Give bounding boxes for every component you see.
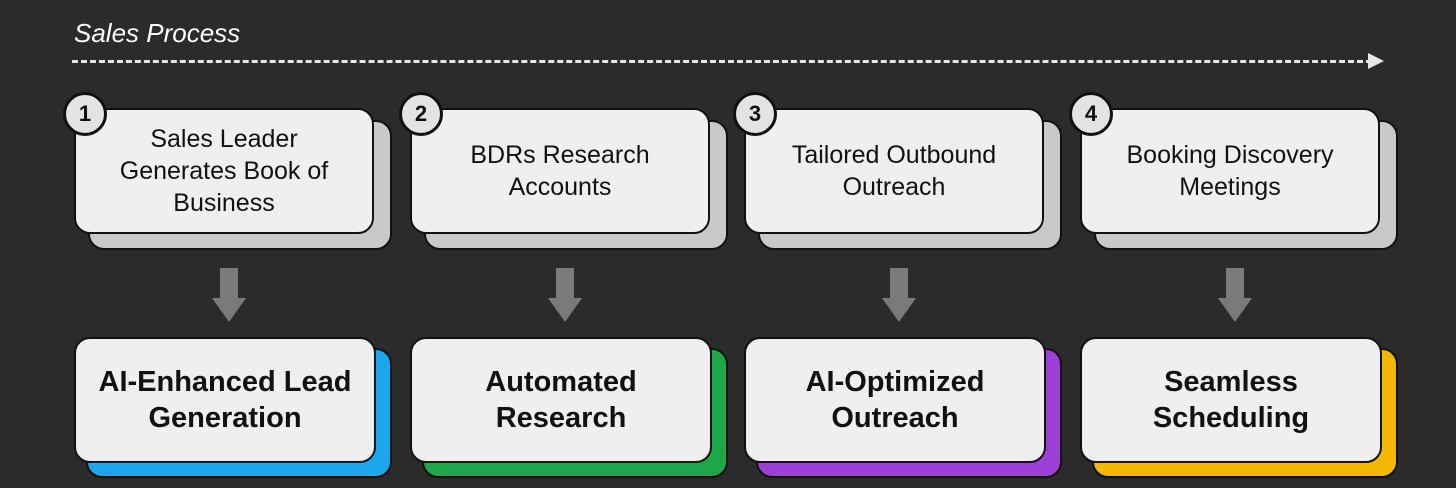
benefit-label: AI-Optimized Outreach — [805, 366, 985, 434]
benefit-card-4: Seamless Scheduling — [1080, 337, 1382, 463]
step-label: BDRs Research Accounts — [470, 141, 650, 201]
step-number-badge: 2 — [399, 92, 443, 136]
step-label: Sales Leader Generates Book of Business — [119, 125, 329, 217]
step-card-1: Sales Leader Generates Book of Business — [74, 108, 374, 234]
step-card-2: BDRs Research Accounts — [410, 108, 710, 234]
step-number-badge: 1 — [63, 92, 107, 136]
step-card-4: Booking Discovery Meetings — [1080, 108, 1380, 234]
column-1: Sales Leader Generates Book of Business … — [63, 0, 394, 488]
process-title: Sales Process — [74, 18, 241, 48]
process-dashed-line — [72, 60, 1372, 63]
column-3: Tailored Outbound Outreach 3 AI-Optimize… — [733, 0, 1064, 488]
process-arrowhead — [1368, 53, 1384, 69]
benefit-card-3: AI-Optimized Outreach — [744, 337, 1046, 463]
benefit-label: AI-Enhanced Lead Generation — [98, 366, 352, 434]
column-2: BDRs Research Accounts 2 Automated Resea… — [399, 0, 730, 488]
benefit-label: Seamless Scheduling — [1152, 366, 1310, 434]
step-number-badge: 3 — [733, 92, 777, 136]
down-arrow-icon — [1218, 268, 1252, 324]
benefit-label: Automated Research — [485, 366, 637, 434]
step-card-3: Tailored Outbound Outreach — [744, 108, 1044, 234]
column-4: Booking Discovery Meetings 4 Seamless Sc… — [1069, 0, 1400, 488]
down-arrow-icon — [882, 268, 916, 324]
step-label: Tailored Outbound Outreach — [791, 141, 997, 201]
down-arrow-icon — [548, 268, 582, 324]
step-label: Booking Discovery Meetings — [1126, 141, 1334, 201]
down-arrow-icon — [212, 268, 246, 324]
step-number-badge: 4 — [1069, 92, 1113, 136]
benefit-card-2: Automated Research — [410, 337, 712, 463]
benefit-card-1: AI-Enhanced Lead Generation — [74, 337, 376, 463]
